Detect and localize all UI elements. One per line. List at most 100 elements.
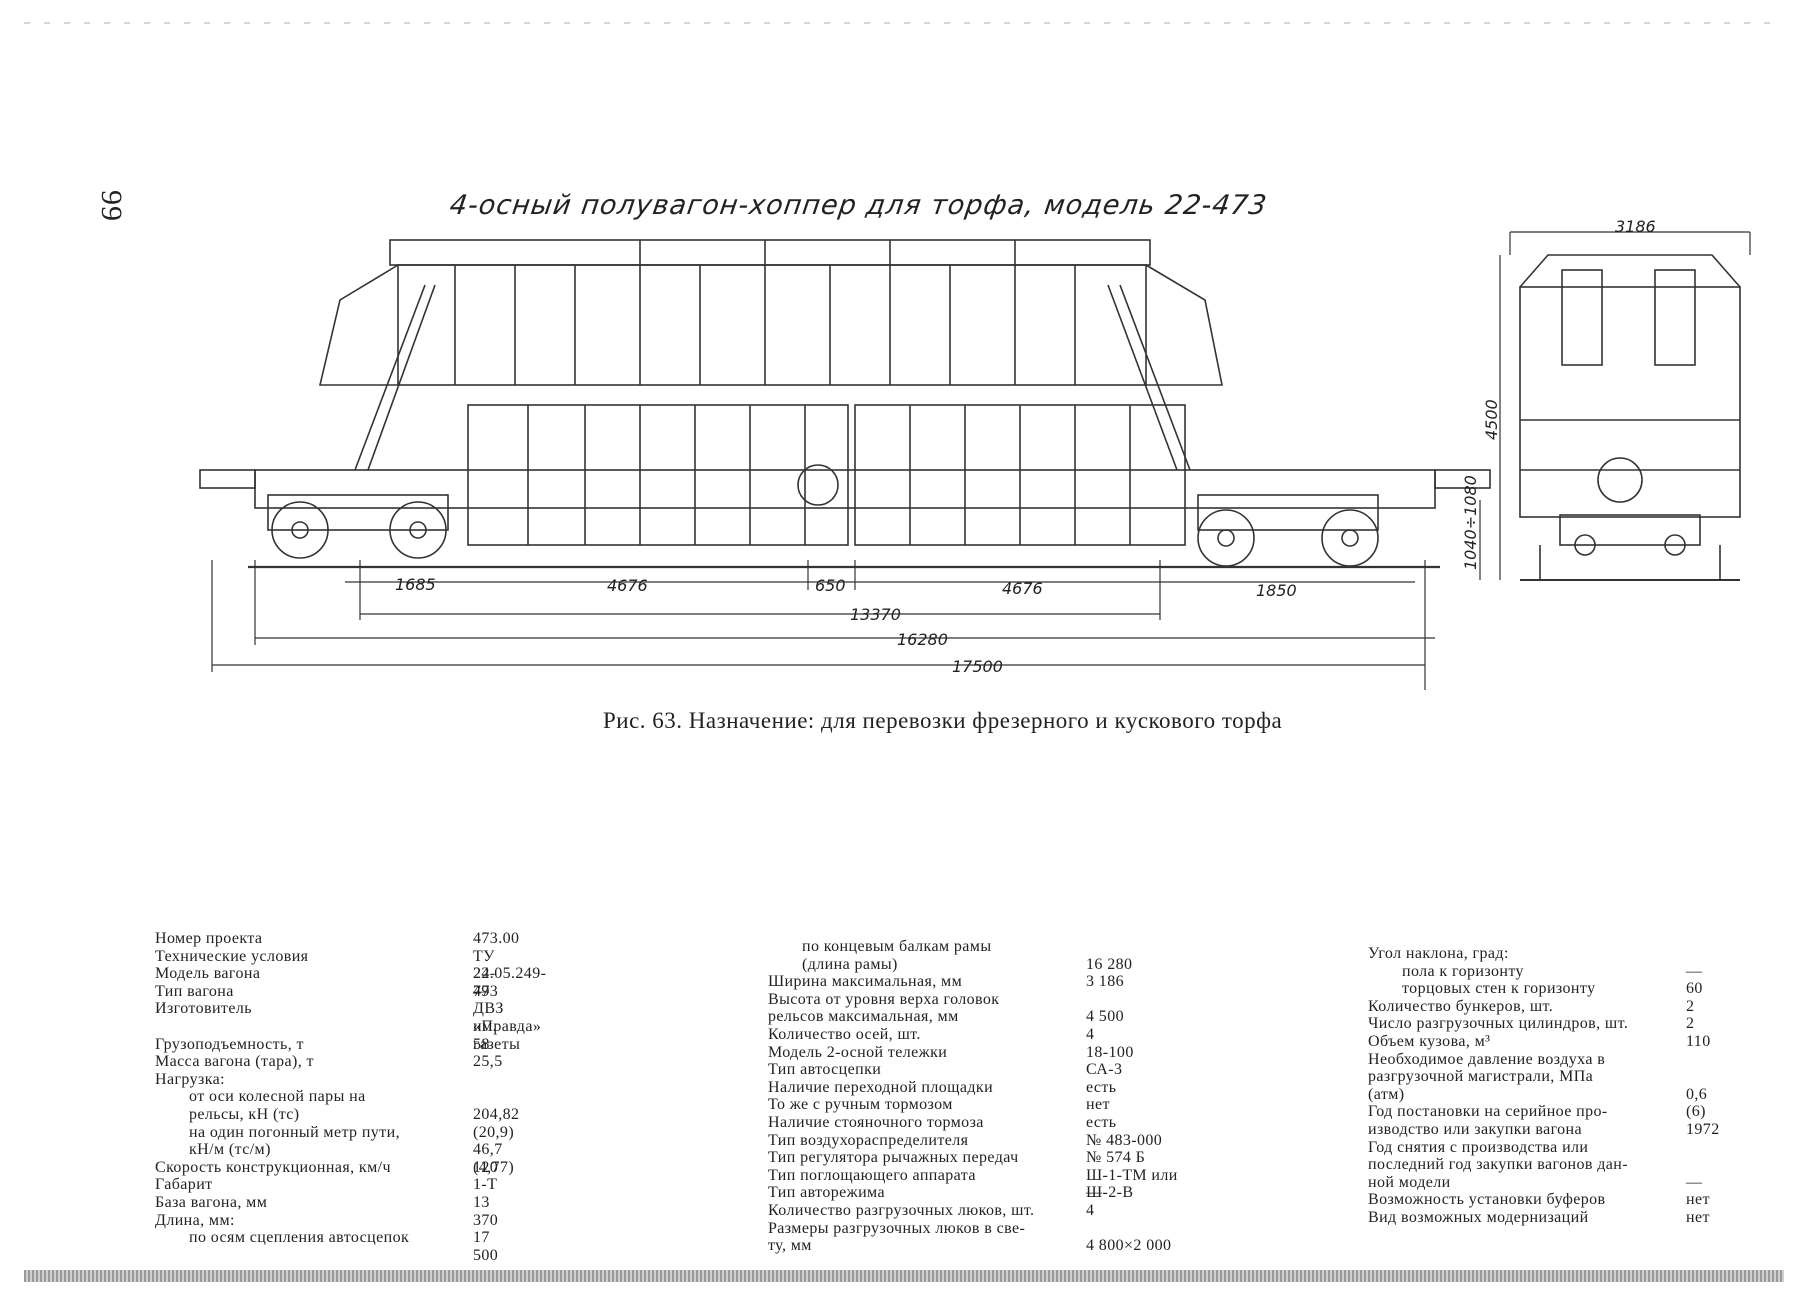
spec-value: 25,5 <box>473 1053 503 1071</box>
spec-column-2: по концевым балкам рамы(длина рамы)16 28… <box>768 938 1188 1255</box>
spec-label: ной модели <box>1368 1173 1451 1191</box>
spec-value: 18-100 <box>1086 1043 1134 1061</box>
spec-row: последний год закупки вагонов дан- <box>1368 1156 1718 1174</box>
spec-label: Грузоподъемность, т <box>155 1035 304 1053</box>
dim-16280: 16280 <box>897 630 948 649</box>
spec-row: Объем кузова, м³ 110 <box>1368 1033 1718 1051</box>
spec-row: (атм)0,6 (6) <box>1368 1085 1718 1121</box>
spec-row: по концевым балкам рамы <box>768 938 1188 956</box>
spec-label: Количество осей, шт. <box>768 1025 921 1043</box>
scan-top-edge <box>24 22 1784 24</box>
spec-value: 2 <box>1686 997 1695 1015</box>
spec-row: Тип авторежима— <box>768 1184 1188 1202</box>
spec-label: Наличие переходной площадки <box>768 1078 994 1096</box>
spec-label: (атм) <box>1368 1085 1405 1103</box>
spec-label: База вагона, мм <box>155 1193 268 1211</box>
spec-value: есть <box>1086 1078 1117 1096</box>
spec-label: Изготовитель <box>155 1000 252 1018</box>
spec-label: изводство или закупки вагона <box>1368 1120 1582 1138</box>
end-roof <box>1519 254 1741 288</box>
spec-label: Число разгрузочных цилиндров, шт. <box>1368 1015 1629 1033</box>
spec-label: Скорость конструкционная, км/ч <box>155 1158 391 1176</box>
spec-label: Тип вагона <box>155 982 234 1000</box>
spec-label: на один погонный метр пути, <box>189 1123 400 1141</box>
spec-label: Объем кузова, м³ <box>1368 1032 1491 1050</box>
spec-value: нет <box>1686 1208 1710 1226</box>
spec-label: ту, мм <box>768 1237 812 1255</box>
spec-value: 1972 <box>1686 1120 1720 1138</box>
coupler-right <box>1434 469 1491 489</box>
spec-label: Тип воздухораспределителя <box>768 1131 969 1149</box>
spec-row: Год снятия с производства или <box>1368 1139 1718 1157</box>
spec-value: 4 500 <box>1086 1008 1124 1026</box>
spec-row: Нагрузка: <box>155 1071 515 1089</box>
spec-label: Необходимое давление воздуха в <box>1368 1050 1606 1068</box>
spec-row: Размеры разгрузочных люков в све- <box>768 1220 1188 1238</box>
spec-label: Масса вагона (тара), т <box>155 1053 314 1071</box>
scan-bottom-edge <box>24 1270 1784 1282</box>
dim-1685: 1685 <box>395 575 436 594</box>
spec-value: 110 <box>1686 1032 1711 1050</box>
spec-label: Вид возможных модернизаций <box>1368 1208 1589 1226</box>
bogie-left <box>267 494 449 559</box>
left-strut <box>354 284 426 471</box>
wheel <box>1197 509 1255 567</box>
dim-3186: 3186 <box>1615 217 1656 236</box>
spec-label: по осям сцепления автосцепок <box>189 1229 410 1247</box>
spec-value: ТУ 24.05.249-79 <box>473 947 547 1000</box>
spec-value: нет <box>1086 1096 1110 1114</box>
dim-4676-left: 4676 <box>607 576 648 595</box>
spec-value: 58 <box>473 1035 490 1053</box>
spec-value: «Правда» <box>473 1017 542 1035</box>
spec-column-3: Угол наклона, град:пола к горизонту—торц… <box>1368 945 1720 1227</box>
spec-label: Год снятия с производства или <box>1368 1138 1589 1156</box>
spec-row: кН/м (тс/м)46,7 (4,77) <box>155 1141 515 1176</box>
spec-label: Угол наклона, град: <box>1368 945 1509 962</box>
spec-row: Угол наклона, град: <box>1368 945 1718 963</box>
dim-13370: 13370 <box>850 605 901 624</box>
spec-label: Количество разгрузочных люков, шт. <box>768 1201 1035 1219</box>
spec-row: Число разгрузочных цилиндров, шт.2 <box>1368 1015 1718 1033</box>
spec-value: 204,82 (20,9) <box>473 1105 520 1141</box>
spec-label: разгрузочной магистрали, МПа <box>1368 1068 1594 1086</box>
spec-value: 4 <box>1086 1025 1095 1043</box>
spec-label: То же с ручным тормозом <box>768 1096 953 1114</box>
hopper-ribs <box>527 405 1131 545</box>
spec-label: Возможность установки буферов <box>1368 1191 1606 1209</box>
spec-row: на один погонный метр пути, <box>155 1124 515 1142</box>
handwheel <box>797 464 839 506</box>
spec-label: Наличие стояночного тормоза <box>768 1113 984 1131</box>
bogie-right <box>1197 494 1379 567</box>
wheel <box>389 501 447 559</box>
spec-label: Ширина максимальная, мм <box>768 973 963 991</box>
spec-value: 22-473 <box>473 965 499 1000</box>
left-slope <box>318 264 399 386</box>
spec-row: Тип вагона— <box>155 983 515 1001</box>
spec-row: Длина, мм: <box>155 1212 515 1230</box>
dim-650: 650 <box>815 576 846 595</box>
spec-label: Модель 2-осной тележки <box>768 1043 948 1061</box>
spec-label: Нагрузка: <box>155 1070 226 1088</box>
spec-label: рельсов максимальная, мм <box>768 1008 959 1026</box>
spec-label: Габарит <box>155 1176 213 1194</box>
spec-row: Высота от уровня верха головок <box>768 991 1188 1009</box>
spec-row: Необходимое давление воздуха в <box>1368 1051 1718 1069</box>
spec-row: разгрузочной магистрали, МПа <box>1368 1068 1718 1086</box>
spec-row: ной модели— <box>1368 1174 1718 1192</box>
spec-row: пола к горизонту— <box>1368 963 1718 981</box>
spec-row: (длина рамы)16 280 <box>768 956 1188 974</box>
underframe <box>254 469 1436 509</box>
end-body <box>1519 286 1741 518</box>
